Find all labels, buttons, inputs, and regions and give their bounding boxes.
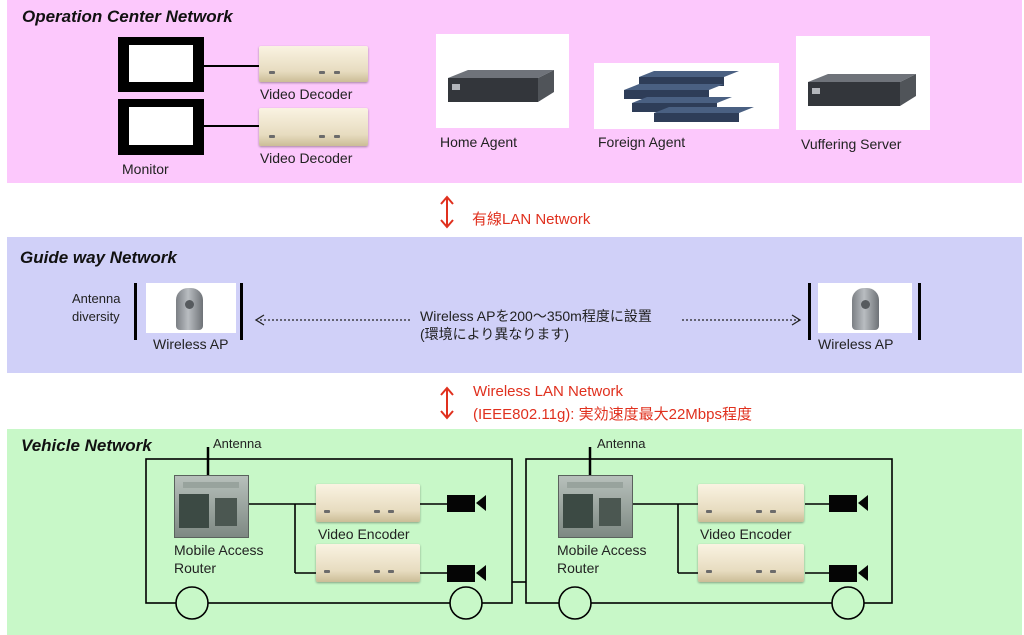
wireless-ap-left-label: Wireless AP <box>153 336 229 352</box>
wheel-icon <box>558 586 592 620</box>
antenna-bar-left-1 <box>134 283 137 340</box>
ap-spacing-note-line2: (環境により異なります) <box>420 326 570 342</box>
foreign-agent-photo <box>594 63 779 129</box>
vuffering-server-photo <box>796 36 930 130</box>
antenna-bar-right-2 <box>918 283 921 340</box>
video-encoder-left-1 <box>316 484 420 522</box>
antenna-bar-right-1 <box>808 283 811 340</box>
vehicle-left-antenna-label: Antenna <box>213 436 262 451</box>
wireless-link-arrow-icon <box>440 386 454 420</box>
wheel-icon <box>175 586 209 620</box>
ap-spacing-note-line1: Wireless APを200～350m程度に設置 <box>420 308 652 324</box>
vehicle-right-router-label-line2: Router <box>557 560 600 576</box>
video-decoder-1 <box>259 46 368 82</box>
camera-icon <box>829 495 857 512</box>
operation-center-title: Operation Center Network <box>22 7 233 26</box>
wheel-icon <box>831 586 865 620</box>
mobile-access-router-right <box>558 475 633 538</box>
vehicle-left-router-label-line1: Mobile Access <box>174 542 264 558</box>
vehicle-right-router-label-line1: Mobile Access <box>557 542 647 558</box>
camera-icon <box>447 495 475 512</box>
mobile-access-router-left <box>174 475 249 538</box>
wired-link-label: 有線LAN Network <box>472 211 591 228</box>
video-encoder-right-1 <box>698 484 804 522</box>
router-left-icon <box>179 482 239 528</box>
wheel-icon <box>449 586 483 620</box>
video-encoder-right-2 <box>698 544 804 582</box>
video-encoder-right-label: Video Encoder <box>700 526 792 542</box>
video-decoder-2-label: Video Decoder <box>260 150 353 166</box>
home-agent-label: Home Agent <box>440 134 518 150</box>
camera-icon <box>447 565 475 582</box>
vehicle-left-router-label-line2: Router <box>174 560 217 576</box>
home-agent-icon <box>448 70 554 102</box>
wireless-ap-right <box>818 283 912 333</box>
guide-way-title: Guide way Network <box>20 248 177 267</box>
antenna-diversity-label-line1: Antenna <box>72 291 121 306</box>
monitor-2 <box>118 99 204 155</box>
vehicle-right-antenna-label: Antenna <box>597 436 646 451</box>
home-agent-photo <box>436 34 569 128</box>
foreign-agent-label: Foreign Agent <box>598 134 686 150</box>
wired-link-arrow-icon <box>440 195 454 229</box>
wireless-ap-right-icon <box>852 288 879 330</box>
monitor-1 <box>118 37 204 92</box>
wireless-ap-right-label: Wireless AP <box>818 336 894 352</box>
monitor-1-link <box>204 65 259 67</box>
antenna-bar-left-2 <box>240 283 243 340</box>
camera-icon <box>829 565 857 582</box>
wireless-ap-left <box>146 283 236 333</box>
wireless-link-label-line1: Wireless LAN Network <box>473 383 624 400</box>
vehicle-title: Vehicle Network <box>21 436 152 455</box>
video-encoder-left-label: Video Encoder <box>318 526 410 542</box>
router-right-icon <box>563 482 623 528</box>
video-decoder-1-label: Video Decoder <box>260 86 353 102</box>
video-encoder-left-2 <box>316 544 420 582</box>
antenna-diversity-label-line2: diversity <box>72 309 120 324</box>
wireless-ap-left-icon <box>176 288 203 330</box>
monitor-2-link <box>204 125 259 127</box>
video-decoder-2 <box>259 108 368 146</box>
wireless-link-label-line2: (IEEE802.11g): 実効速度最大22Mbps程度 <box>473 406 752 423</box>
monitor-label: Monitor <box>122 161 169 177</box>
vehicle-wiring <box>145 447 893 620</box>
ap-spacing-arrow-icon <box>254 314 802 326</box>
foreign-agent-icon <box>624 71 754 122</box>
vuffering-server-icon <box>808 74 916 106</box>
vuffering-server-label: Vuffering Server <box>801 136 902 152</box>
